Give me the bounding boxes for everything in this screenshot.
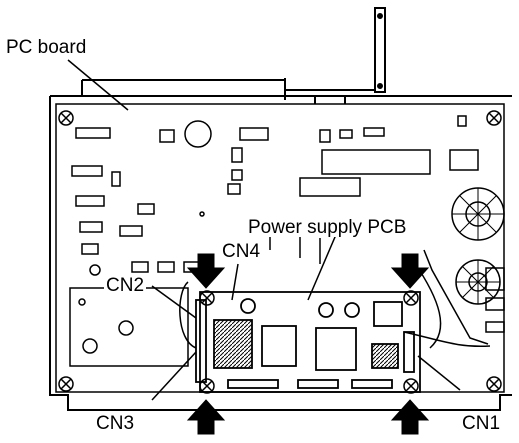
leader-cn3 bbox=[151, 351, 197, 401]
top-bracket bbox=[81, 7, 386, 100]
arrow-cn3-up bbox=[186, 399, 226, 435]
board-connectors bbox=[71, 115, 505, 333]
leader-cn2 bbox=[151, 285, 197, 319]
label-cn1: CN1 bbox=[462, 413, 501, 434]
label-cn4: CN4 bbox=[220, 241, 263, 262]
arrow-cn2-down bbox=[186, 253, 226, 289]
label-cn3: CN3 bbox=[96, 413, 135, 434]
pc-board-outline bbox=[49, 95, 512, 411]
label-pc-board: PC board bbox=[6, 37, 87, 58]
pointing-arrows bbox=[186, 253, 430, 435]
power-supply-pcb bbox=[195, 291, 421, 393]
leader-power-supply bbox=[307, 229, 339, 301]
toroidal-coils bbox=[451, 187, 505, 305]
label-cn2: CN2 bbox=[104, 275, 147, 296]
arrow-cn1-down bbox=[390, 253, 430, 289]
board-screws bbox=[58, 110, 502, 394]
leader-lines bbox=[67, 59, 461, 401]
arrow-cn1-up bbox=[390, 399, 430, 435]
label-power-supply-pcb: Power supply PCB bbox=[246, 217, 409, 238]
leader-pc-board bbox=[67, 59, 129, 111]
leader-cn1 bbox=[417, 355, 461, 391]
leader-cn4 bbox=[231, 263, 239, 301]
